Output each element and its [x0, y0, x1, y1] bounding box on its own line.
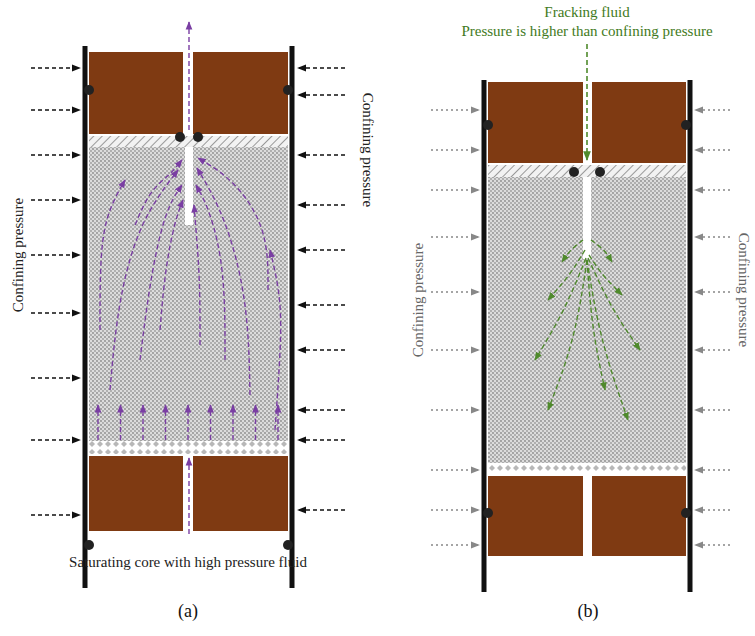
flow-line	[197, 168, 250, 395]
pressure-arrow	[31, 377, 80, 378]
pressure-arrow	[431, 544, 479, 545]
caption-label: (b)	[578, 602, 599, 622]
flow-line	[188, 22, 189, 130]
flow-line	[120, 405, 121, 440]
flow-line	[270, 250, 281, 430]
flow-line	[589, 255, 622, 295]
pressure-arrow	[298, 409, 345, 410]
pressure-arrow	[695, 189, 730, 190]
pressure-arrow	[31, 514, 80, 515]
caption-label: Saturating core with high pressure fluid	[69, 554, 307, 571]
caption-label: (a)	[178, 602, 198, 622]
side-label: Confining pressure	[736, 233, 753, 348]
flow-line	[562, 240, 583, 262]
saturation-flow	[100, 158, 281, 430]
pressure-arrow	[695, 544, 730, 545]
side-label: Confining pressure	[360, 93, 377, 208]
pressure-arrow	[298, 439, 345, 440]
pressure-arrow	[431, 189, 479, 190]
pressure-arrow	[298, 509, 345, 510]
pressure-arrow	[431, 509, 479, 510]
pressure-arrow	[431, 291, 479, 292]
pressure-arrow	[298, 249, 345, 250]
side-label: Confining pressure	[410, 243, 427, 358]
pressure-arrow	[31, 109, 80, 110]
pressure-arrow	[298, 154, 345, 155]
core-holder-b	[483, 44, 691, 592]
flow-line	[135, 160, 182, 225]
pressure-arrow	[695, 349, 730, 350]
flow-line	[587, 260, 605, 390]
side-label: Confining pressure	[10, 198, 27, 313]
caption-label: Fracking fluid	[544, 4, 629, 21]
flow-line	[188, 458, 189, 534]
pressure-arrow	[695, 509, 730, 510]
pressure-arrow	[431, 349, 479, 350]
pressure-arrow	[431, 149, 479, 150]
flow-line	[194, 205, 200, 345]
pressure-arrow	[298, 349, 345, 350]
flow-line	[588, 258, 640, 350]
pressure-arrows	[431, 110, 479, 545]
fracking-flow	[535, 240, 640, 420]
pressure-arrow	[695, 291, 730, 292]
pressure-arrow	[31, 312, 80, 313]
pressure-arrow	[31, 67, 80, 68]
flow-line	[277, 405, 278, 440]
flow-line	[198, 158, 268, 290]
pressure-arrow	[695, 149, 730, 150]
pressure-arrow	[31, 154, 80, 155]
pressure-arrow	[298, 304, 345, 305]
pressure-arrow	[695, 469, 730, 470]
pressure-arrow	[31, 254, 80, 255]
pressure-arrow	[298, 94, 345, 95]
pressure-arrows	[31, 68, 80, 515]
caption-label: Pressure is higher than confining pressu…	[461, 23, 712, 40]
pressure-arrows	[298, 68, 345, 510]
flow-line	[548, 260, 587, 410]
pressure-arrows	[695, 110, 730, 545]
saturation-arrows	[98, 22, 278, 534]
pressure-arrow	[431, 409, 479, 410]
flow-line	[210, 405, 211, 440]
arrows-layer	[31, 22, 730, 545]
flow-line	[97, 405, 98, 440]
flow-line	[232, 405, 233, 440]
flow-line	[255, 405, 256, 440]
flow-line	[142, 405, 143, 440]
flow-line	[100, 180, 125, 330]
pressure-arrow	[31, 439, 80, 440]
flow-line	[165, 405, 166, 440]
flow-line	[140, 185, 182, 360]
pressure-arrow	[298, 204, 345, 205]
flow-line	[591, 240, 612, 262]
pressure-arrow	[695, 236, 730, 237]
flow-line	[160, 200, 183, 330]
pressure-arrow	[431, 469, 479, 470]
pressure-arrow	[695, 109, 730, 110]
pressure-arrow	[31, 199, 80, 200]
pressure-arrow	[695, 409, 730, 410]
flow-line	[110, 170, 178, 390]
flow-line	[187, 405, 188, 440]
pressure-arrow	[431, 236, 479, 237]
flow-line	[587, 260, 628, 420]
pressure-arrow	[298, 67, 345, 68]
pressure-arrow	[431, 109, 479, 110]
